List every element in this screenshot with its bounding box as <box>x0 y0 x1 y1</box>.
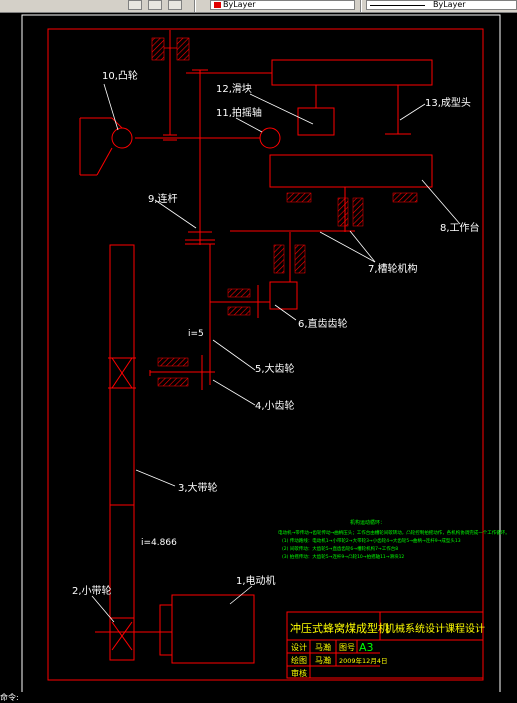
drafter-name: 马瀚 <box>315 655 331 665</box>
notes-block: 机构运动循环： 电动机→带传动→齿轮传动→曲柄压头；工作台由槽轮间歇转动，凸轮控… <box>278 519 510 560</box>
layer-previous-button[interactable] <box>148 0 162 10</box>
notes-line-2: (1) 传动路线：电动机1→小带轮2→大带轮3→小齿轮4→大齿轮5→曲柄→连杆9… <box>282 537 461 544</box>
label-ratio-gear: i=5 <box>188 329 204 339</box>
label-slider: 12,滑块 <box>216 83 252 95</box>
machine-name: 冲压式蜂窝煤成型机 <box>290 621 389 635</box>
label-small-gear: 4,小齿轮 <box>255 399 295 412</box>
notes-line-3: (2) 间歇传动：大齿轮5→直齿齿轮6→槽轮机构7→工作台8 <box>282 545 398 552</box>
color-swatch-icon <box>214 2 221 8</box>
label-rocker-shaft: 11,拍摇轴 <box>216 106 262 119</box>
part-labels: 10,凸轮 12,滑块 11,拍摇轴 13,成型头 9,连杆 8,工作台 7,槽… <box>72 69 480 597</box>
properties-toolbar: ByLayer ByLayer <box>0 0 517 13</box>
linetype-control[interactable]: ByLayer <box>366 0 517 10</box>
work-table <box>269 154 433 232</box>
notes-line-1: 电动机→带传动→齿轮传动→曲柄压头；工作台由槽轮间歇转动，凸轮控制拍摇动作，各机… <box>278 529 510 536</box>
drawing-canvas[interactable]: 10,凸轮 12,滑块 11,拍摇轴 13,成型头 9,连杆 8,工作台 7,槽… <box>0 12 517 692</box>
layer-icon[interactable] <box>168 0 182 10</box>
title-block: 冲压式蜂窝煤成型机 机械系统设计课程设计 设计 马瀚 图号 A3 绘图 马瀚 2… <box>286 611 485 679</box>
rocker-shaft-circle <box>259 127 281 149</box>
command-line[interactable]: 命令: <box>0 693 19 702</box>
toolbar-separator <box>360 0 362 12</box>
label-small-pulley: 2,小带轮 <box>72 584 112 597</box>
designer-name: 马瀚 <box>315 642 331 652</box>
slider-assembly <box>271 59 433 136</box>
layer-states-button[interactable] <box>128 0 142 10</box>
label-work-table: 8,工作台 <box>440 221 480 234</box>
label-ratio-belt: i=4.866 <box>141 538 177 548</box>
drawing-no-label: 图号 <box>339 643 355 652</box>
label-cam: 10,凸轮 <box>102 69 138 82</box>
spur-gear <box>227 281 298 318</box>
design-label: 设计 <box>291 642 307 652</box>
label-spur-gear: 6,直齿齿轮 <box>298 317 348 330</box>
gear-bearings <box>149 355 215 390</box>
drawing-date: 2009年12月4日 <box>339 656 387 665</box>
geneva-mechanism <box>273 232 306 282</box>
course-name: 机械系统设计课程设计 <box>385 622 485 635</box>
label-motor: 1,电动机 <box>236 574 276 587</box>
leader-lines <box>91 83 461 623</box>
sheet-size: A3 <box>359 641 374 654</box>
drawing-frame <box>21 14 501 692</box>
cam-mechanism <box>79 117 133 176</box>
color-control[interactable]: ByLayer <box>210 0 355 10</box>
label-large-pulley: 3,大带轮 <box>178 481 218 494</box>
draw-label: 绘图 <box>291 655 307 665</box>
linkage-lines <box>135 69 355 385</box>
label-large-gear: 5,大齿轮 <box>255 362 295 375</box>
color-label: ByLayer <box>223 0 256 9</box>
belt-drive <box>95 244 160 661</box>
review-label: 审核 <box>291 668 307 678</box>
linetype-sample-icon <box>370 5 425 6</box>
notes-line-4: (3) 拍摇传动：大齿轮5→连杆9→凸轮10→拍摇轴11→滑块12 <box>282 553 404 560</box>
toolbar-separator <box>194 0 196 12</box>
top-bearing <box>151 30 190 70</box>
notes-title: 机构运动循环： <box>350 519 385 526</box>
motor <box>159 594 255 664</box>
linetype-label: ByLayer <box>433 0 466 9</box>
label-connecting-rod: 9,连杆 <box>148 192 178 205</box>
label-forming-head: 13,成型头 <box>425 96 471 109</box>
label-geneva: 7,槽轮机构 <box>368 262 418 275</box>
